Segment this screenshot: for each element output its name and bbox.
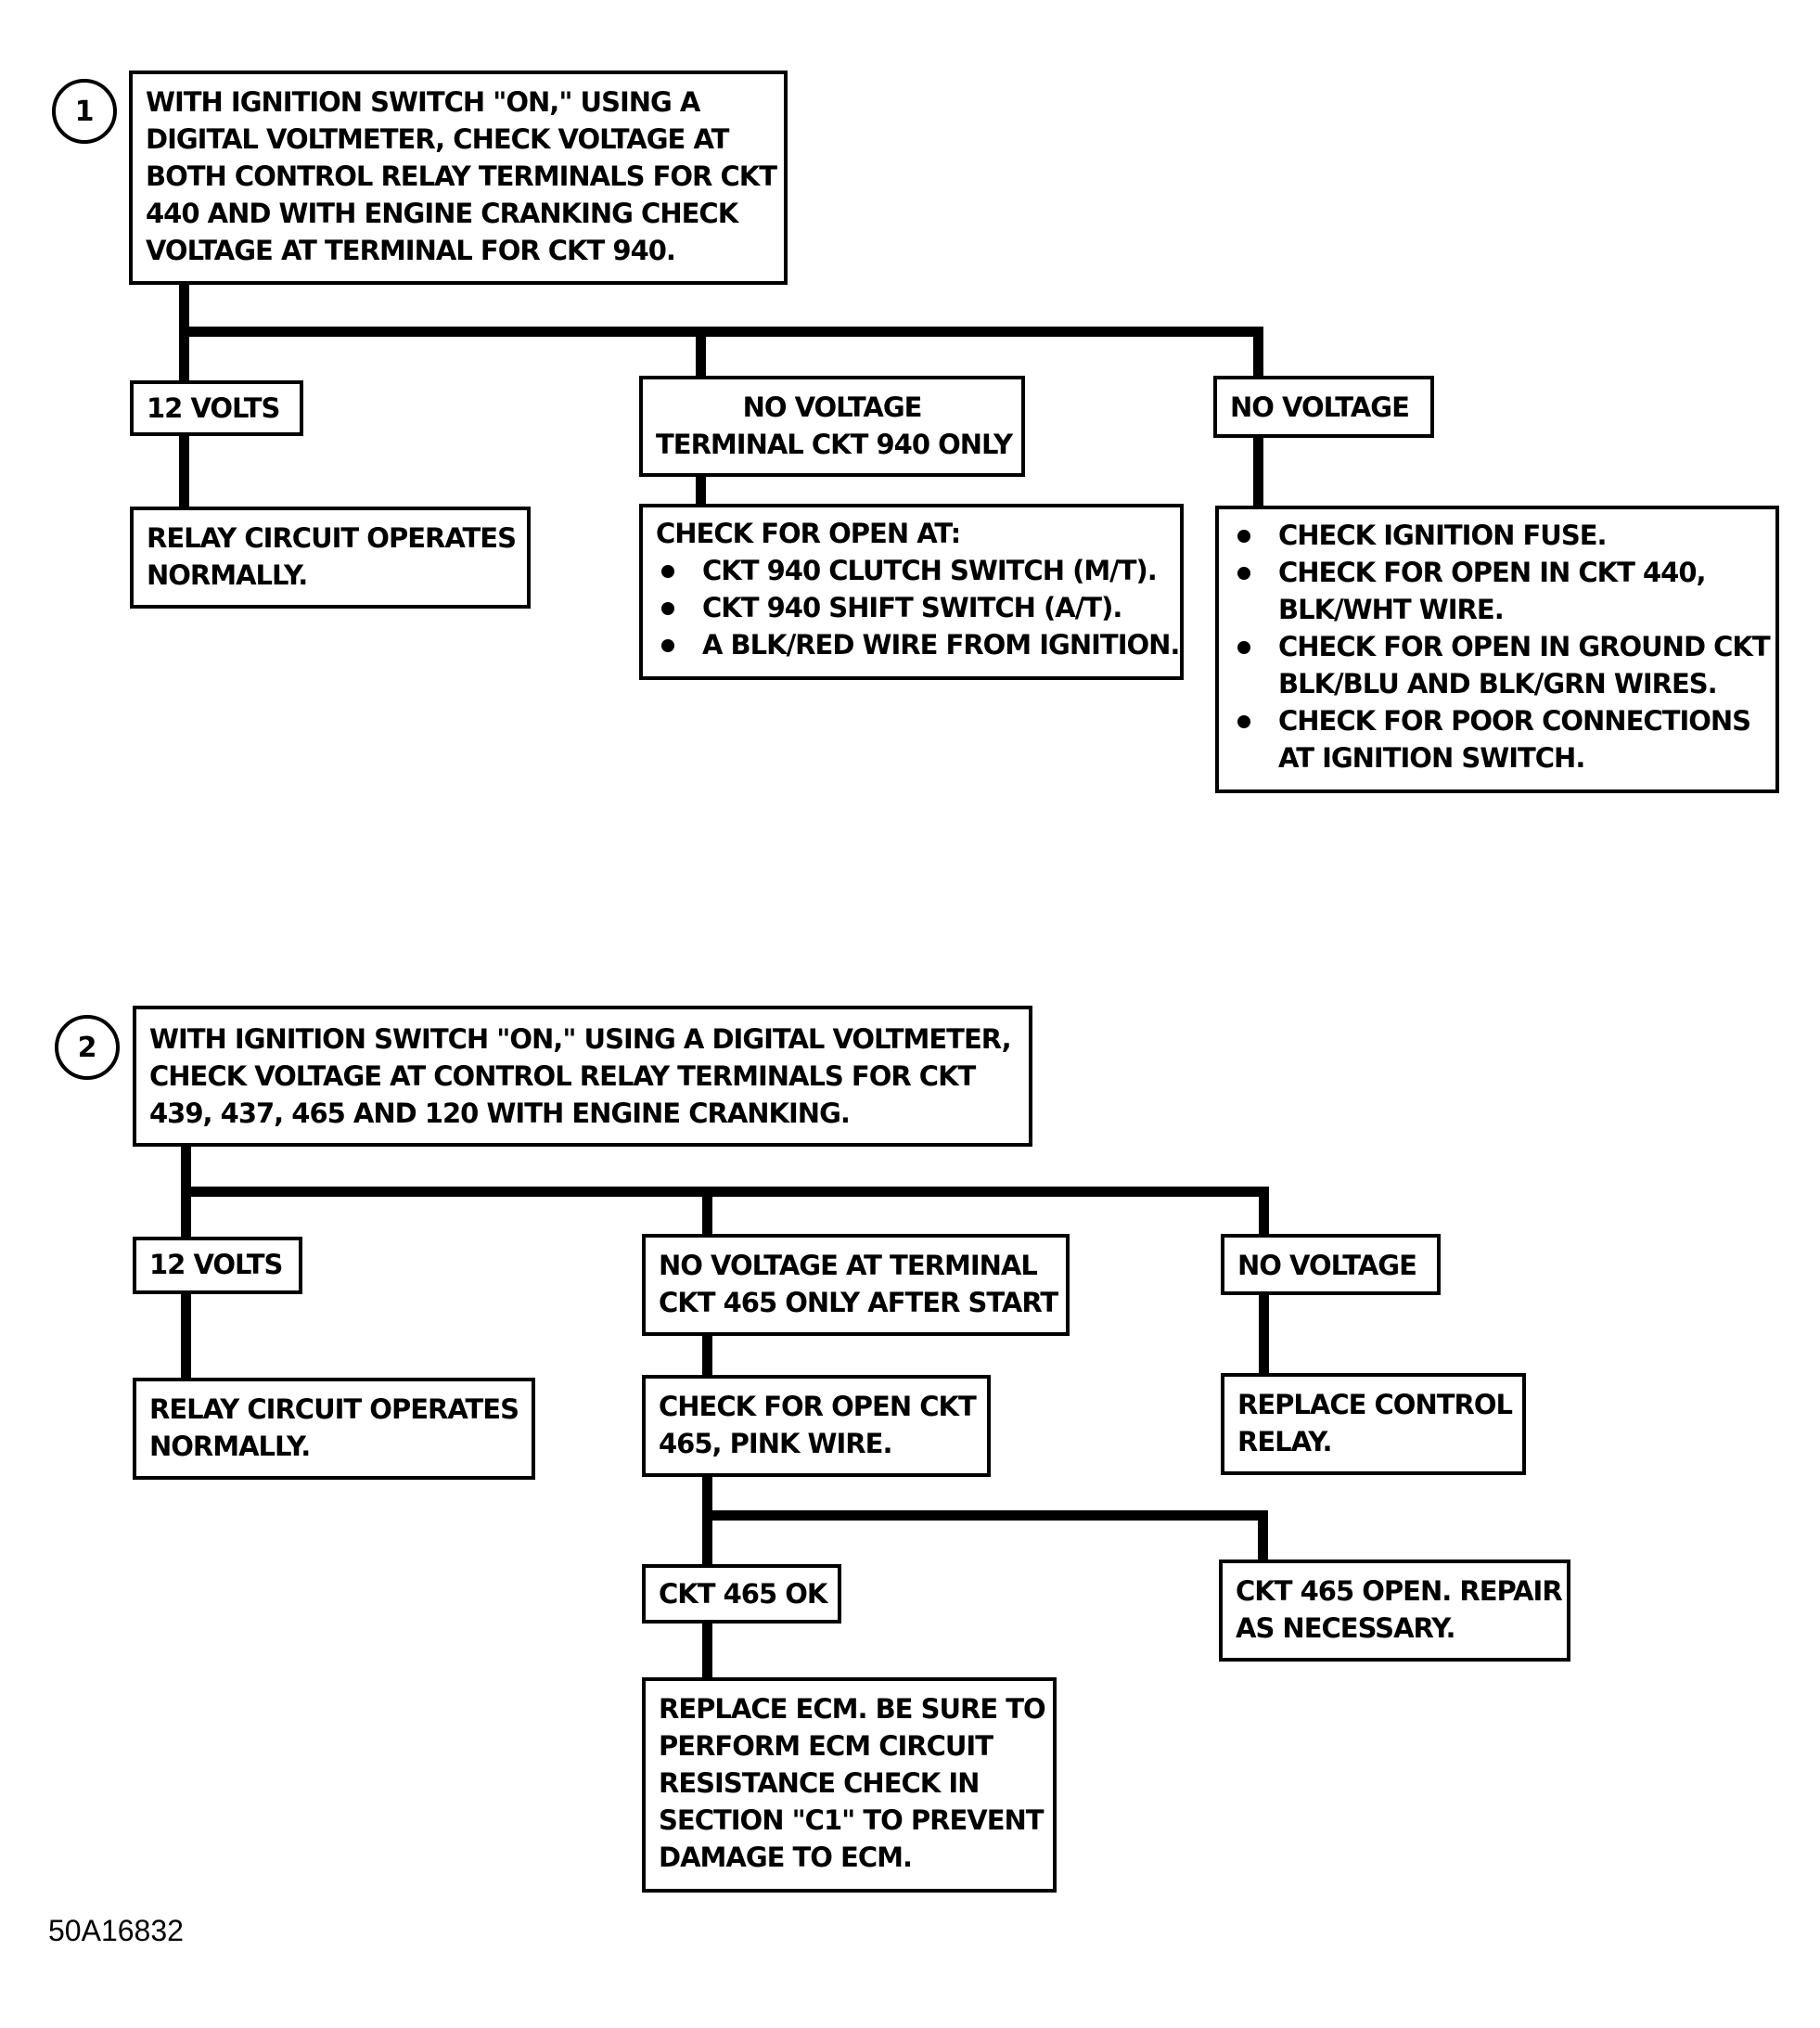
text-line: VOLTAGE AT TERMINAL FOR CKT 940. [146,235,676,266]
bullet-item: CHECK IGNITION FUSE. [1232,517,1762,554]
step1-branch-c-label: NO VOLTAGE [1213,376,1434,438]
text-line: RESISTANCE CHECK IN [659,1767,980,1799]
step2-sub-drop-open [1258,1510,1268,1561]
bullet-text: CKT 940 CLUTCH SWITCH (M/T). [702,555,1158,586]
text-line: RELAY CIRCUIT OPERATES [147,522,517,554]
step1-b-connector [696,475,706,507]
bullet-text: CHECK FOR OPEN IN GROUND CKT [1278,631,1771,662]
bullet-item: CKT 940 SHIFT SWITCH (A/T). [656,589,1167,626]
step1-branch-b-result: CHECK FOR OPEN AT: CKT 940 CLUTCH SWITCH… [639,504,1184,680]
step1-branch-bar [179,327,1263,337]
step2-ok-connector [702,1622,712,1679]
bullet-text: BLK/WHT WIRE. [1278,594,1505,625]
step2-drop-a [181,1187,191,1239]
bullet-item: A BLK/RED WIRE FROM IGNITION. [656,626,1180,663]
bullet-text: CKT 940 SHIFT SWITCH (A/T). [702,592,1122,623]
bullet-text: CHECK FOR POOR CONNECTIONS [1278,705,1751,737]
step1-drop-b [696,327,706,378]
text-line: REPLACE CONTROL [1237,1389,1513,1420]
text-line: RELAY CIRCUIT OPERATES [149,1393,519,1425]
step2-sub-drop-ok [702,1510,712,1566]
bullet-text: CHECK IGNITION FUSE. [1278,520,1608,551]
step2-branch-bar [181,1187,1269,1197]
step2-a-connector [181,1292,191,1380]
step1-b-result-title: CHECK FOR OPEN AT: [656,518,961,549]
figure-id: 50A16832 [48,1914,184,1947]
step2-branch-b-result: CHECK FOR OPEN CKT 465, PINK WIRE. [642,1375,991,1477]
text-line: DIGITAL VOLTMETER, CHECK VOLTAGE AT [146,123,729,155]
text-line: BOTH CONTROL RELAY TERMINALS FOR CKT [146,160,777,192]
text-line: CKT 465 OPEN. REPAIR [1236,1575,1563,1607]
text-line: NO VOLTAGE [742,391,923,423]
text-line: DAMAGE TO ECM. [659,1842,913,1873]
text-line: CHECK VOLTAGE AT CONTROL RELAY TERMINALS… [149,1060,976,1092]
step1-drop-c [1253,327,1263,378]
bullet-item: CHECK FOR POOR CONNECTIONS AT IGNITION SW… [1232,702,1762,777]
text-line: 12 VOLTS [147,392,280,424]
step-number-2: 2 [55,1015,120,1080]
text-line: 440 AND WITH ENGINE CRANKING CHECK [146,198,738,229]
step1-c-connector [1253,436,1263,507]
step2-open-label: CKT 465 OPEN. REPAIR AS NECESSARY. [1219,1560,1570,1662]
step2-b-connector [702,1334,712,1378]
text-line: CKT 465 ONLY AFTER START [659,1287,1058,1318]
step1-main-box: WITH IGNITION SWITCH "ON," USING A DIGITA… [129,71,788,285]
bullet-text: A BLK/RED WIRE FROM IGNITION. [702,629,1180,661]
text-line: AS NECESSARY. [1236,1612,1455,1644]
step2-branch-b-label: NO VOLTAGE AT TERMINAL CKT 465 ONLY AFTER… [642,1234,1070,1336]
bullet-item: CHECK FOR OPEN IN CKT 440, BLK/WHT WIRE. [1232,554,1762,628]
text-line: WITH IGNITION SWITCH "ON," USING A [146,86,700,118]
text-line: NORMALLY. [149,1431,311,1462]
text-line: NORMALLY. [147,559,308,591]
step1-a-connector [179,434,189,508]
text-line: CKT 465 OK [659,1578,827,1610]
text-line: RELAY. [1237,1426,1333,1457]
step1-branch-b-label: NO VOLTAGE TERMINAL CKT 940 ONLY [639,376,1025,477]
text-line: SECTION "C1" TO PREVENT [659,1804,1045,1836]
text-line: NO VOLTAGE [1230,391,1410,423]
step2-branch-c-label: NO VOLTAGE [1221,1234,1441,1295]
text-line: 465, PINK WIRE. [659,1428,892,1459]
step1-trunk [179,283,189,336]
step-number-1: 1 [52,79,117,144]
text-line: 12 VOLTS [149,1249,283,1280]
step2-drop-b [702,1187,712,1236]
step2-drop-c [1259,1187,1269,1236]
step2-branch-c-result: REPLACE CONTROL RELAY. [1221,1373,1526,1475]
text-line: REPLACE ECM. BE SURE TO [659,1693,1046,1725]
step2-branch-a-label: 12 VOLTS [133,1237,302,1294]
text-line: 439, 437, 465 AND 120 WITH ENGINE CRANKI… [149,1097,851,1129]
bullet-text: AT IGNITION SWITCH. [1278,742,1585,774]
step2-trunk [181,1145,191,1197]
step1-drop-a [179,327,189,382]
step2-ok-label: CKT 465 OK [642,1564,841,1624]
step1-branch-c-result: CHECK IGNITION FUSE.CHECK FOR OPEN IN CK… [1215,506,1779,793]
step2-sub-trunk [702,1475,712,1519]
bullet-item: CKT 940 CLUTCH SWITCH (M/T). [656,552,1167,589]
step1-branch-a-label: 12 VOLTS [130,380,303,436]
bullet-text: CHECK FOR OPEN IN CKT 440, [1278,557,1707,588]
bullet-text: BLK/BLU AND BLK/GRN WIRES. [1278,668,1718,700]
step2-ok-result: REPLACE ECM. BE SURE TO PERFORM ECM CIRCU… [642,1677,1057,1893]
bullet-item: CHECK FOR OPEN IN GROUND CKT BLK/BLU AND … [1232,628,1771,702]
step1-c-result-list: CHECK IGNITION FUSE.CHECK FOR OPEN IN CK… [1232,517,1771,777]
step1-branch-a-result: RELAY CIRCUIT OPERATES NORMALLY. [130,507,531,609]
step2-branch-a-result: RELAY CIRCUIT OPERATES NORMALLY. [133,1378,535,1480]
text-line: NO VOLTAGE [1237,1250,1417,1281]
text-line: PERFORM ECM CIRCUIT [659,1730,993,1762]
text-line: CHECK FOR OPEN CKT [659,1391,977,1422]
step1-b-result-list: CKT 940 CLUTCH SWITCH (M/T). CKT 940 SHIF… [656,552,1180,663]
step2-c-connector [1259,1293,1269,1375]
step2-sub-bar [702,1510,1268,1521]
text-line: TERMINAL CKT 940 ONLY [656,429,1013,460]
step2-main-box: WITH IGNITION SWITCH "ON," USING A DIGIT… [133,1006,1032,1147]
text-line: NO VOLTAGE AT TERMINAL [659,1250,1038,1281]
text-line: WITH IGNITION SWITCH "ON," USING A DIGIT… [149,1023,1012,1055]
